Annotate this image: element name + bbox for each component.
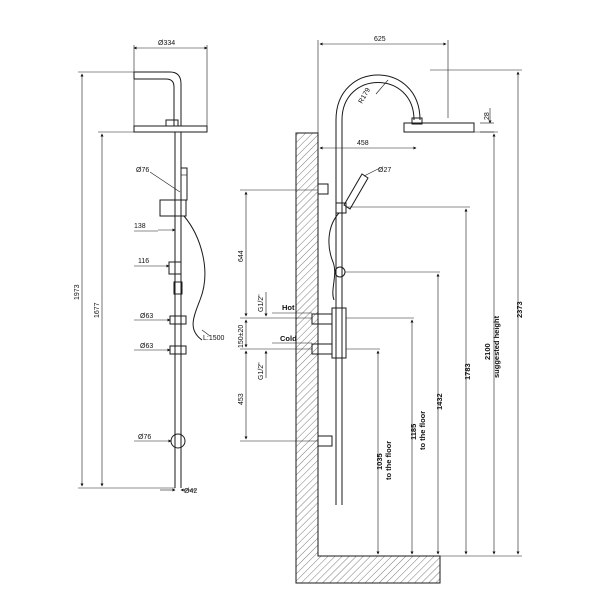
slider-offset-label: 116 [138, 258, 149, 265]
hose-length-label: L:1500 [203, 335, 225, 342]
dim-1185-label: 1185 [409, 424, 418, 440]
front-arm-inner [134, 78, 175, 126]
hand-shower-diameter-label: Ø27 [378, 167, 391, 174]
dim-2100-label: 2100 [483, 343, 492, 360]
thread-hot-label: G1/2" [258, 294, 265, 312]
front-view: Ø334 Ø76 138 116 Ø63 [74, 40, 225, 495]
side-hand-shower [343, 173, 369, 210]
suggested-height-label: suggested height [492, 315, 501, 378]
ring-upper-label: Ø63 [140, 313, 153, 320]
head-diameter-label: Ø334 [158, 40, 175, 47]
side-holder [335, 202, 347, 214]
dim-644-label: 644 [238, 250, 245, 262]
side-wall-bracket-bottom [317, 435, 333, 447]
side-wall-bracket-top [317, 183, 329, 195]
front-shower-head [133, 125, 208, 133]
ring-lower-label: Ø63 [140, 343, 153, 350]
total-height-label: 1973 [74, 284, 81, 300]
front-hand-shower [180, 167, 188, 201]
dim-1432-label: 1432 [435, 393, 444, 410]
front-ring-lower [169, 345, 187, 355]
cold-label: Cold [280, 334, 297, 343]
thread-cold-label: G1/2" [258, 362, 265, 380]
wall-section [295, 132, 441, 584]
arm-radius-label: R179 [358, 87, 372, 105]
inlet-spacing-label: 150±20 [238, 325, 245, 348]
floor-note-2: to the floor [418, 411, 427, 450]
pipe-diameter-label: Ø42 [184, 488, 197, 495]
front-base-rosette [170, 433, 186, 449]
bar-height-label: 1677 [94, 302, 101, 318]
head-projection-label: 458 [357, 140, 369, 147]
front-ring-upper [169, 315, 187, 325]
dim-453-label: 453 [238, 393, 245, 405]
hot-label: Hot [282, 303, 295, 312]
base-diameter-label: Ø76 [138, 434, 151, 441]
holder-offset-label: 138 [134, 223, 146, 230]
side-arm-inner [341, 82, 415, 505]
front-head-connector [165, 119, 179, 127]
side-hose [328, 212, 340, 301]
dim-1783-label: 1783 [463, 363, 472, 380]
front-slider [168, 261, 182, 275]
arm-reach-label: 625 [374, 36, 386, 43]
front-holder [159, 199, 187, 217]
side-mixer-body [331, 307, 347, 359]
side-arm-outer [335, 74, 421, 505]
dim-1035-label: 1035 [375, 453, 384, 470]
front-arm-outer [134, 71, 182, 126]
holder-diameter-label: Ø76 [136, 167, 149, 174]
side-view: 625 R179 28 458 Ø27 H [238, 36, 524, 584]
dim-2373-label: 2373 [515, 301, 524, 318]
head-thickness-label: 28 [484, 112, 491, 120]
floor-note-1: to the floor [384, 441, 393, 480]
front-hose [183, 215, 206, 341]
